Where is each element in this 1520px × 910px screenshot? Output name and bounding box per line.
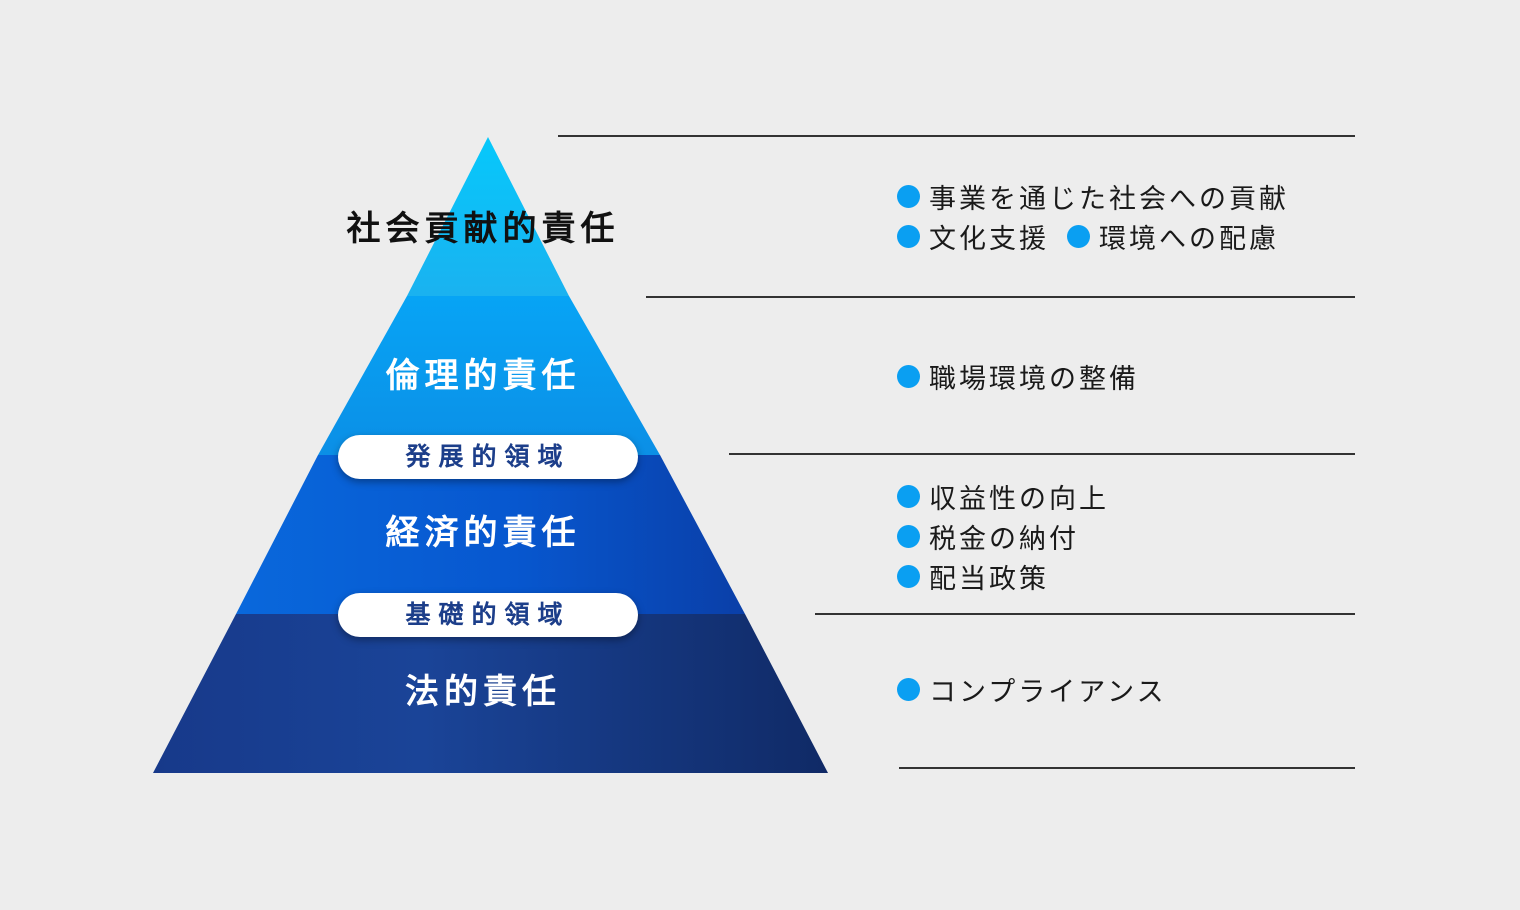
items-social-contribution: 事業を通じた社会への貢献 文化支援 環境への配慮 <box>897 176 1307 256</box>
bullet-dot-icon <box>897 564 920 588</box>
list-item: 環境への配慮 <box>1067 217 1279 256</box>
pyramid-layer-top <box>407 137 569 296</box>
item-text: 文化支援 <box>929 223 1049 255</box>
bullet-dot-icon <box>1067 224 1090 248</box>
divider-line <box>729 453 1355 455</box>
list-item: 職場環境の整備 <box>897 357 1139 396</box>
bullet-dot-icon <box>897 484 920 508</box>
layer-label-social-contribution: 社会貢献的責任 <box>346 209 620 249</box>
pyramid-layer-ethical <box>318 296 660 455</box>
bullet-dot-icon <box>897 364 920 388</box>
layer-label-economic: 経済的責任 <box>385 513 581 553</box>
list-item: 文化支援 <box>897 217 1049 256</box>
basic-domain-badge: 基礎的領域 <box>338 593 638 637</box>
items-ethical: 職場環境の整備 <box>897 356 1157 396</box>
bullet-dot-icon <box>897 184 920 208</box>
layer-label-legal: 法的責任 <box>405 672 561 712</box>
item-text: 税金の納付 <box>929 523 1079 555</box>
pyramid-layer-economic <box>236 455 745 614</box>
item-text: コンプライアンス <box>929 676 1167 708</box>
divider-line <box>558 135 1355 137</box>
bullet-dot-icon <box>897 677 920 701</box>
divider-line <box>646 296 1355 298</box>
items-economic: 収益性の向上 税金の納付 配当政策 <box>897 476 1127 596</box>
list-item: 収益性の向上 <box>897 477 1109 516</box>
item-text: 職場環境の整備 <box>929 363 1139 395</box>
list-item: 事業を通じた社会への貢献 <box>897 177 1289 216</box>
list-item: コンプライアンス <box>897 670 1167 709</box>
list-item: 配当政策 <box>897 557 1049 596</box>
item-text: 事業を通じた社会への貢献 <box>929 183 1289 215</box>
items-legal: コンプライアンス <box>897 669 1185 709</box>
bullet-dot-icon <box>897 224 920 248</box>
layer-label-ethical: 倫理的責任 <box>385 356 581 396</box>
pyramid-layer-legal <box>153 614 828 773</box>
list-item: 税金の納付 <box>897 517 1079 556</box>
item-text: 配当政策 <box>929 563 1049 595</box>
divider-line <box>815 613 1355 615</box>
bullet-dot-icon <box>897 524 920 548</box>
development-domain-badge: 発展的領域 <box>338 435 638 479</box>
item-text: 環境への配慮 <box>1099 223 1279 255</box>
divider-line <box>899 767 1355 769</box>
item-text: 収益性の向上 <box>929 483 1109 515</box>
